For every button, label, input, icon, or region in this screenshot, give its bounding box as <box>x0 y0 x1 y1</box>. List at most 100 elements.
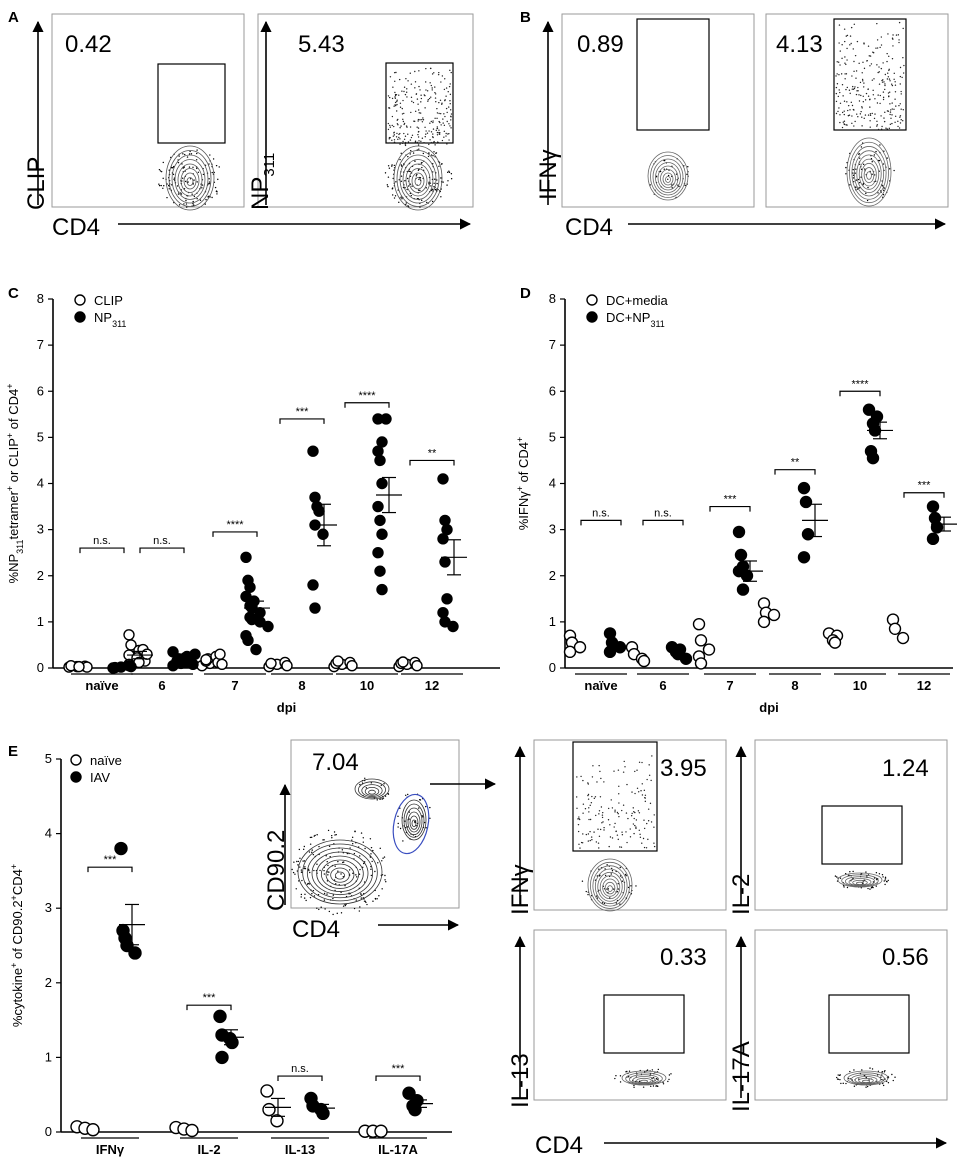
event-dot <box>434 91 436 94</box>
contour-ring <box>407 811 421 833</box>
event-dot <box>417 136 420 138</box>
event-dot <box>619 1075 622 1077</box>
contour-ring <box>844 876 876 887</box>
panel-d-point-open <box>767 608 781 622</box>
panel-e-facs-x-label: CD4 <box>535 1132 583 1158</box>
event-dot <box>316 834 318 836</box>
contour-ring <box>174 159 206 200</box>
event-dot <box>858 187 860 189</box>
event-dot <box>182 177 184 179</box>
event-dot <box>836 83 839 85</box>
event-dot <box>389 126 392 128</box>
panel-b-np311-gate <box>833 18 907 131</box>
event-dot <box>643 819 645 821</box>
event-dot <box>841 111 844 114</box>
panel-e-y-tick-label: 2 <box>45 975 52 990</box>
panel-e-y-axis-label: %cytokine+ of CD90.2+CD4+ <box>9 864 25 1027</box>
event-dot <box>650 1085 652 1087</box>
event-dot <box>853 70 855 73</box>
event-dot <box>603 826 605 829</box>
event-dot <box>668 1074 671 1076</box>
event-dot <box>418 807 420 809</box>
event-dot <box>862 163 865 166</box>
panel-c-y-label-part: tetramer <box>6 490 21 539</box>
event-dot <box>882 189 885 192</box>
event-dot <box>632 807 634 809</box>
panel-c-significance-label: n.s. <box>153 535 171 547</box>
panel-c-label: C <box>8 285 19 302</box>
event-dot <box>333 831 336 833</box>
event-dot <box>879 94 882 97</box>
event-dot <box>308 869 310 872</box>
event-dot <box>876 64 878 66</box>
event-dot <box>405 125 408 127</box>
event-dot <box>619 1081 622 1083</box>
event-dot <box>624 766 626 768</box>
event-dot <box>402 140 404 143</box>
event-dot <box>887 879 889 882</box>
event-dot <box>889 103 891 105</box>
event-dot <box>309 871 311 874</box>
panel-a-np311-percent: 5.43 <box>298 31 345 58</box>
event-dot <box>598 813 600 815</box>
event-dot <box>653 845 656 848</box>
event-dot <box>578 843 580 845</box>
event-dot <box>839 1078 841 1081</box>
event-dot <box>853 1069 855 1071</box>
event-dot <box>434 117 436 119</box>
panel-c-y-label-part: + <box>5 384 15 389</box>
event-dot <box>388 96 391 99</box>
event-dot <box>895 34 898 36</box>
event-dot <box>382 797 385 799</box>
event-dot <box>851 104 854 107</box>
event-dot <box>406 188 408 191</box>
event-dot <box>667 1080 669 1083</box>
event-dot <box>620 846 623 848</box>
event-dot <box>657 1068 660 1071</box>
event-dot <box>433 151 435 153</box>
event-dot <box>436 112 439 114</box>
event-dot <box>430 120 432 123</box>
event-dot <box>603 829 605 831</box>
event-dot <box>876 124 879 126</box>
event-dot <box>619 875 622 877</box>
event-dot <box>883 1071 886 1073</box>
event-dot <box>892 38 894 40</box>
event-dot <box>450 116 452 118</box>
event-dot <box>334 834 336 836</box>
event-dot <box>421 815 423 817</box>
event-dot <box>391 164 393 166</box>
event-dot <box>590 802 593 804</box>
event-dot <box>616 834 619 836</box>
event-dot <box>886 128 889 130</box>
panel-d-point-filled <box>740 569 754 582</box>
event-dot <box>432 141 435 144</box>
event-dot <box>589 818 592 821</box>
event-dot <box>428 142 430 144</box>
panel-c-point-filled <box>250 643 262 656</box>
event-dot <box>845 173 847 175</box>
event-dot <box>633 817 635 820</box>
panel-c-point-open <box>346 659 358 672</box>
event-dot <box>887 92 890 94</box>
contour-ring <box>587 858 633 912</box>
panel-a-np311-gated-events <box>387 67 453 147</box>
event-dot <box>402 118 404 121</box>
event-dot <box>438 131 440 134</box>
event-dot <box>406 96 408 98</box>
event-dot <box>185 203 188 205</box>
panel-e-parent-contour <box>291 777 431 916</box>
panel-c-point-filled <box>437 473 449 485</box>
panel-d-category-label: 12 <box>917 678 931 693</box>
event-dot <box>399 827 402 830</box>
event-dot <box>432 128 435 130</box>
contour-ring <box>165 145 215 211</box>
event-dot <box>201 187 203 189</box>
event-dot <box>322 839 324 841</box>
event-dot <box>618 815 620 818</box>
event-dot <box>609 836 612 838</box>
event-dot <box>598 875 601 877</box>
event-dot <box>429 139 431 141</box>
event-dot <box>429 806 431 809</box>
panel-c-y-axis-label: %NP311tetramer+ or CLIP+ of CD4+ <box>5 384 25 584</box>
